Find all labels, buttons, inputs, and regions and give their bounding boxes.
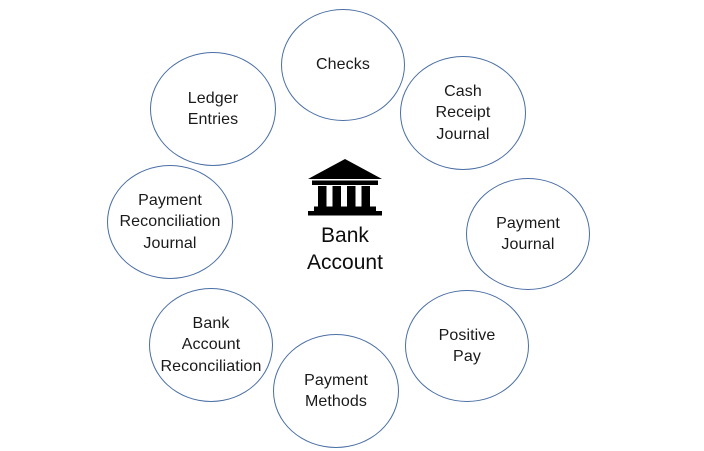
center-label-line: Account: [307, 251, 383, 275]
label-line: Bank: [192, 315, 230, 333]
diagram-node-label: Checks: [316, 54, 370, 75]
label-line: Reconciliation: [160, 357, 262, 375]
label-line: Checks: [316, 56, 370, 74]
label-line: Payment: [138, 192, 202, 210]
label-line: Entries: [187, 111, 239, 128]
label-line: Payment: [304, 371, 368, 389]
label-line: Receipt: [435, 104, 491, 122]
label-line: Journal: [501, 236, 555, 253]
label-line: Journal: [436, 125, 490, 143]
label-line: Positive: [438, 326, 496, 344]
center-label-line: Bank: [321, 224, 369, 247]
label-line: Payment: [496, 214, 560, 232]
label-line: Methods: [304, 393, 368, 410]
diagram-node-checks[interactable]: Checks: [281, 9, 405, 121]
label-line: Reconciliation: [119, 213, 221, 231]
label-line: Account: [181, 336, 241, 354]
label-line: Ledger: [187, 89, 239, 107]
label-line: Pay: [453, 348, 481, 365]
bank-building-icon: [308, 159, 382, 216]
label-line: Journal: [143, 234, 197, 252]
label-line: Cash: [444, 83, 482, 101]
